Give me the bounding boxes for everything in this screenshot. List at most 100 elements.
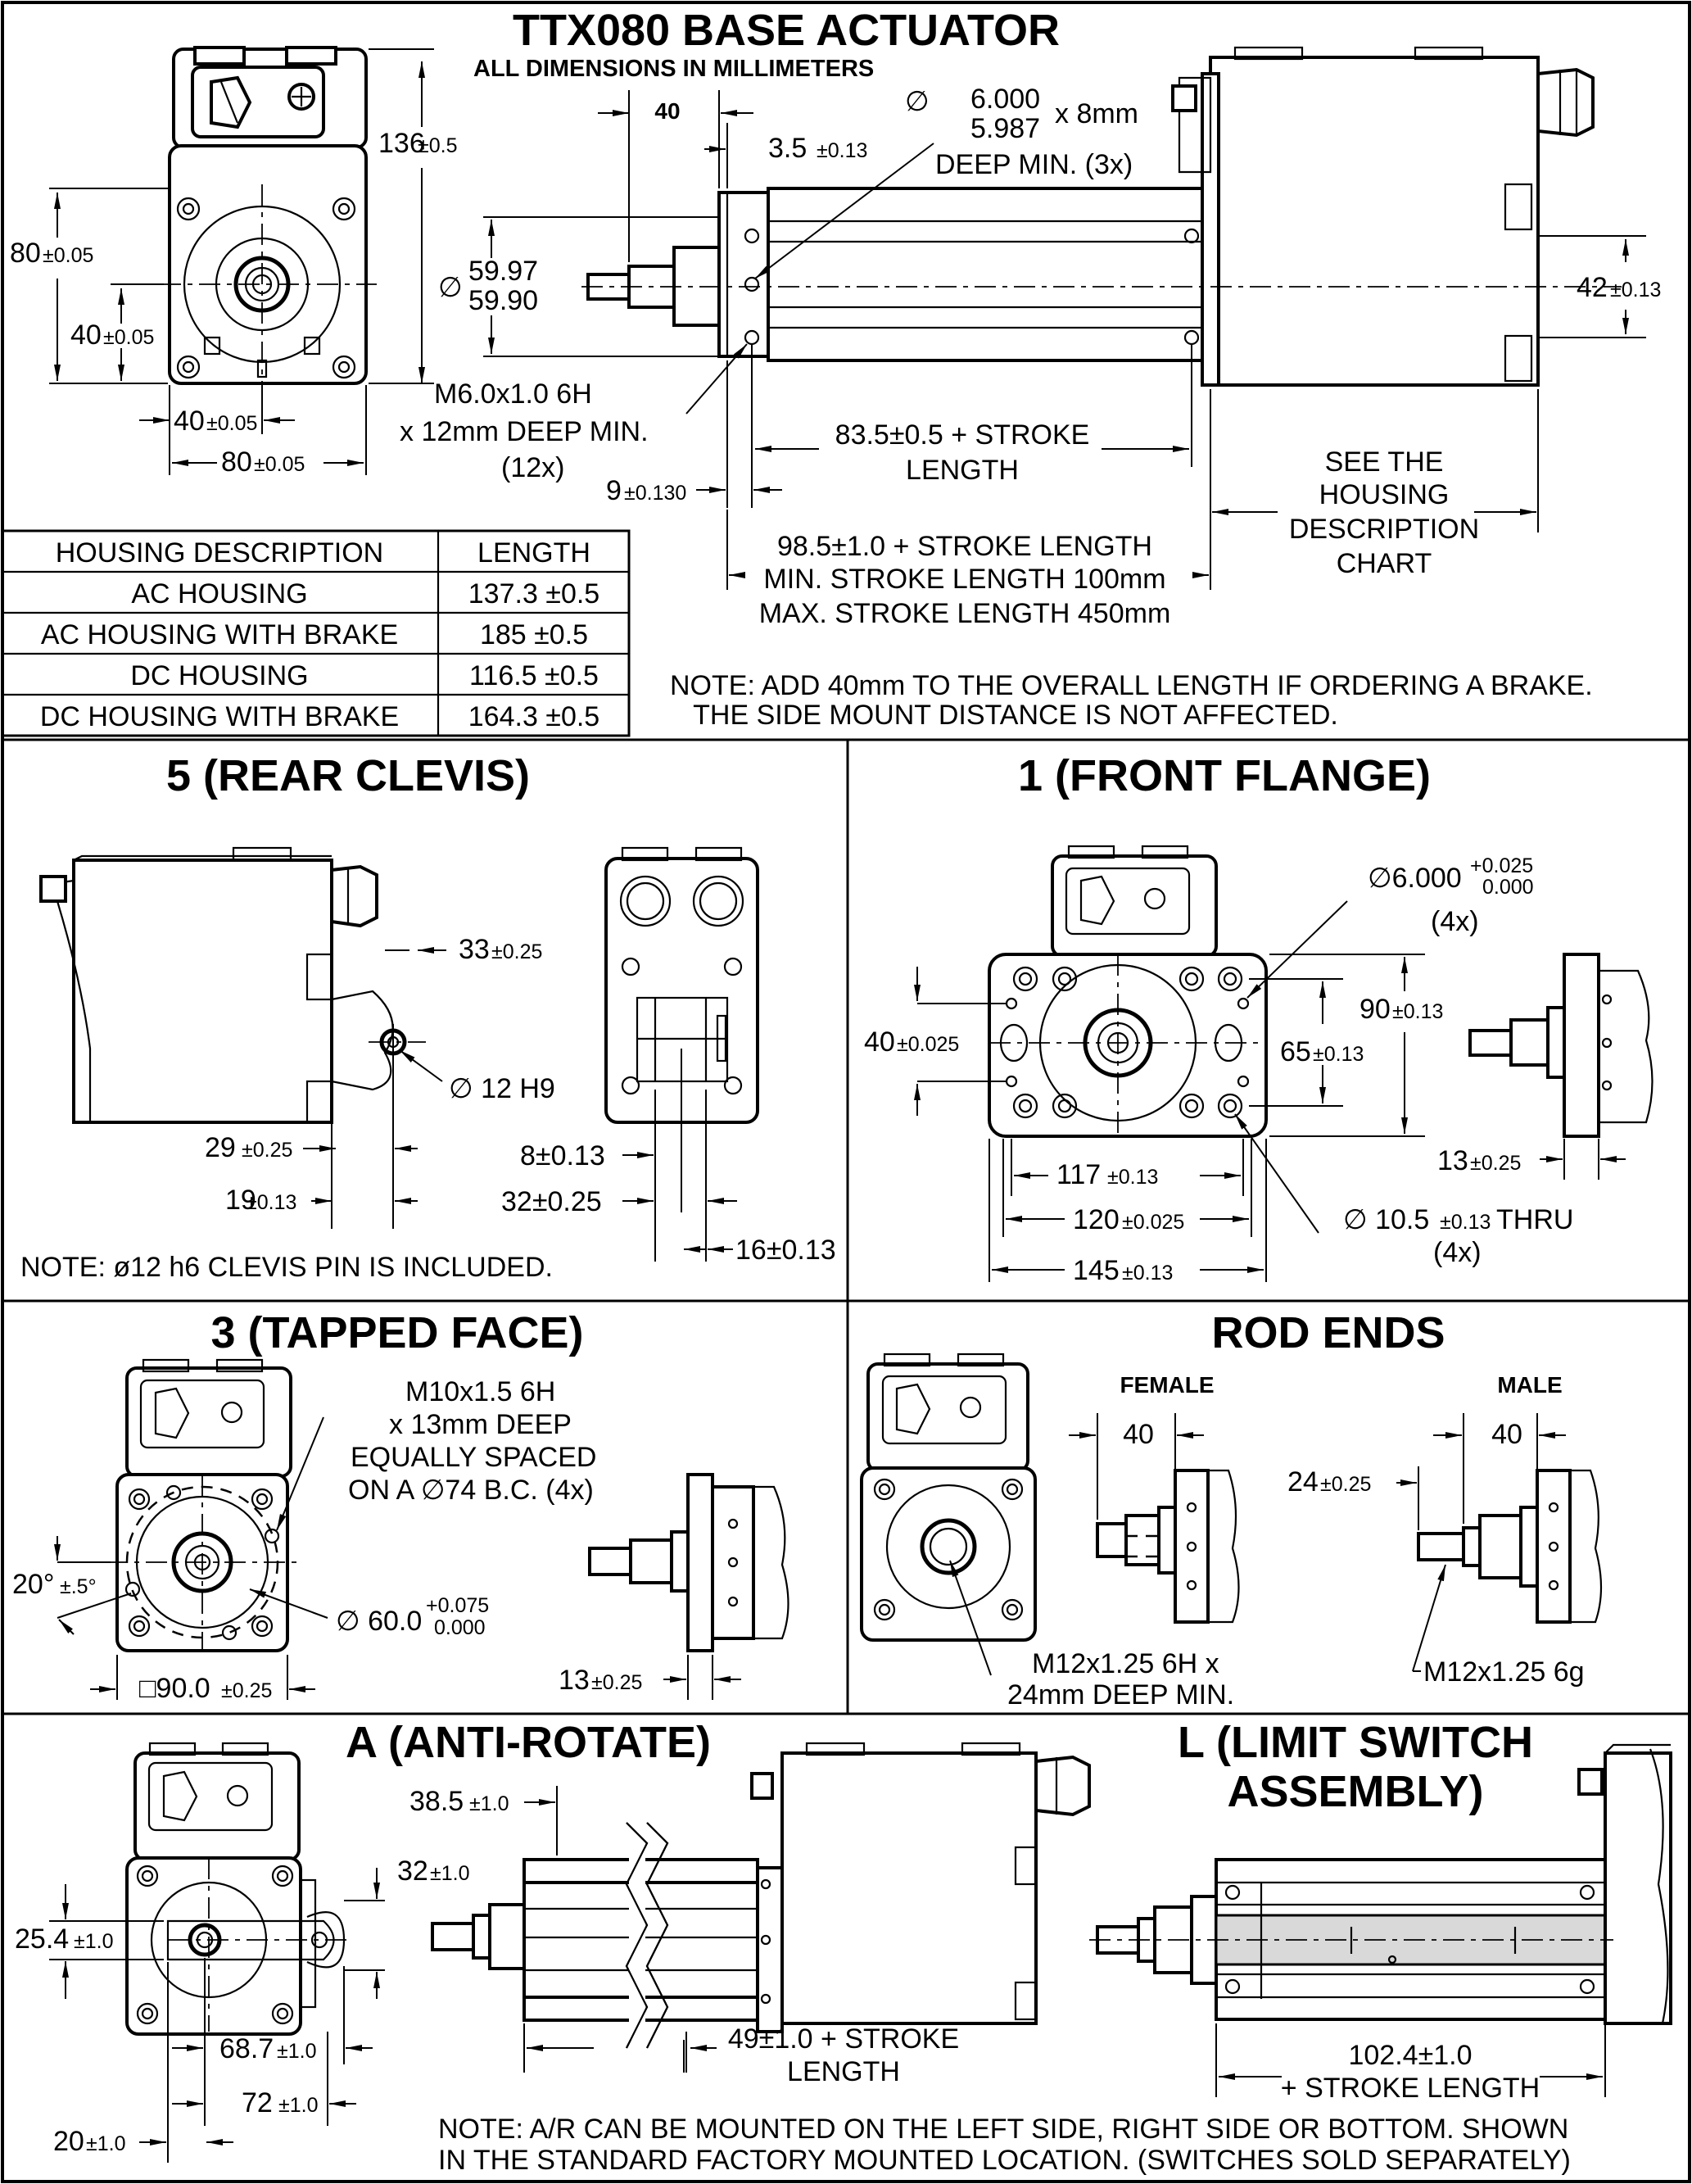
flange-hole-dia: ∅6.000 <box>1368 863 1462 894</box>
clevis-tol-19: ±0.13 <box>246 1191 296 1214</box>
ar-dim-72: 72 <box>242 2087 273 2118</box>
tapped-square: □90.0 <box>139 1673 210 1704</box>
page-subtitle: ALL DIMENSIONS IN MILLIMETERS <box>473 56 874 82</box>
anti-rotate-dims: 38.5 ±1.0 32 ±1.0 25.4 ±1.0 68.7 ±1.0 72… <box>15 1786 959 2163</box>
overall-3: MAX. STROKE LENGTH 450mm <box>759 598 1171 629</box>
flange-dim-120: 120 <box>1073 1204 1120 1235</box>
tap-line-4: ON A ∅74 B.C. (4x) <box>348 1475 594 1506</box>
dim-80-horiz: 80 <box>221 446 252 478</box>
tapped-pilot: ∅ 60.0 <box>336 1606 422 1637</box>
flange-dim-13: 13 <box>1437 1145 1468 1176</box>
rear-clevis-title: 5 (REAR CLEVIS) <box>166 751 530 800</box>
clevis-tol-33: ±0.25 <box>491 940 542 963</box>
flange-thru-word: THRU <box>1496 1204 1573 1235</box>
rod-tol-24: ±0.25 <box>1320 1473 1371 1496</box>
tol-3-5: ±0.13 <box>817 139 867 162</box>
base-side-view-dims: 40 3.5 ±0.13 ∅ 6.000 5.987 x 8mm DEEP MI… <box>400 84 1661 731</box>
anti-rotate-end-view <box>125 1742 352 2036</box>
flange-dim-90: 90 <box>1359 994 1391 1025</box>
ar-tol-32: ±1.0 <box>430 1862 469 1885</box>
rod-end-face-view <box>860 1353 1037 1642</box>
tap-line-2: x 13mm DEEP <box>389 1409 572 1440</box>
tapped-angle-tol: ±.5° <box>60 1575 97 1598</box>
rod-female-thread-1: M12x1.25 6H x <box>1032 1648 1219 1679</box>
rear-clevis-dims: 33 ±0.25 ∅ 12 H9 29 ±0.25 19 ±0.13 8±0.1… <box>20 922 836 1283</box>
table-cell: 137.3 ±0.5 <box>468 578 599 609</box>
anti-rotate-side-view <box>431 1742 1091 2049</box>
table-cell: 164.3 ±0.5 <box>468 701 599 732</box>
ar-dim-68-7: 68.7 <box>219 2033 274 2064</box>
flange-dim-65: 65 <box>1280 1036 1311 1067</box>
tol-40-vert: ±0.05 <box>103 326 154 349</box>
ar-stroke-1: 49±1.0 + STROKE <box>728 2023 959 2055</box>
tapped-tol-13: ±0.25 <box>591 1671 642 1694</box>
limit-switch-title-2: ASSEMBLY) <box>1227 1767 1483 1816</box>
ar-tol-20: ±1.0 <box>86 2132 125 2155</box>
tapped-angle: 20° <box>12 1569 54 1600</box>
dim-40-horiz: 40 <box>174 406 205 437</box>
tol-80-vert: ±0.05 <box>43 244 93 267</box>
flange-thru-qty: (4x) <box>1433 1237 1482 1268</box>
flange-dim-40: 40 <box>864 1026 895 1058</box>
tol-40-horiz: ±0.05 <box>206 412 257 435</box>
dia-upper: 6.000 <box>970 84 1040 115</box>
tapped-dim-13: 13 <box>559 1665 590 1696</box>
see-housing-2: HOUSING <box>1319 479 1450 510</box>
rod-ends-title: ROD ENDS <box>1211 1308 1445 1357</box>
flange-hole-tol-zero: 0.000 <box>1482 876 1534 899</box>
flange-tol-40: ±0.025 <box>897 1033 959 1056</box>
rod-male-dim-40: 40 <box>1491 1419 1522 1450</box>
ls-stroke-2: + STROKE LENGTH <box>1281 2073 1540 2104</box>
rod-male-thread: M12x1.25 6g <box>1423 1656 1585 1688</box>
flange-tol-90: ±0.13 <box>1392 1000 1443 1023</box>
base-note-1: NOTE: ADD 40mm TO THE OVERALL LENGTH IF … <box>670 670 1593 701</box>
flange-hole-qty: (4x) <box>1431 906 1479 937</box>
tapped-square-tol: ±0.25 <box>221 1679 272 1702</box>
rod-female-thread-2: 24mm DEEP MIN. <box>1007 1679 1234 1710</box>
table-cell: DC HOUSING WITH BRAKE <box>40 701 399 732</box>
rod-female-label: FEMALE <box>1120 1372 1214 1398</box>
clevis-note: NOTE: ø12 h6 CLEVIS PIN IS INCLUDED. <box>20 1252 553 1283</box>
ar-tol-68-7: ±1.0 <box>277 2040 316 2063</box>
front-flange-dims: ∅6.000 +0.025 0.000 (4x) 90 ±0.13 40 ±0.… <box>864 854 1626 1286</box>
dim-42: 42 <box>1577 272 1608 303</box>
dia-note: DEEP MIN. (3x) <box>935 149 1133 180</box>
ar-tol-72: ±1.0 <box>278 2094 318 2117</box>
see-housing-1: SEE THE <box>1325 446 1444 478</box>
tapped-face-title: 3 (TAPPED FACE) <box>210 1308 583 1357</box>
rear-clevis-side-view <box>39 846 426 1124</box>
front-flange-side-view <box>1468 953 1654 1138</box>
ar-tol-25-4: ±1.0 <box>74 1930 113 1953</box>
dim-136: 136 <box>378 128 425 159</box>
table-cell: 116.5 ±0.5 <box>469 660 599 691</box>
dia-lower: 5.987 <box>970 113 1040 144</box>
thread-line-1: M6.0x1.0 6H <box>434 378 592 410</box>
tapped-pilot-zero: 0.000 <box>434 1616 486 1639</box>
clevis-dim-8: 8±0.13 <box>520 1140 605 1171</box>
ar-dim-20: 20 <box>53 2126 84 2157</box>
stroke-a-2: LENGTH <box>906 455 1019 486</box>
ar-tol-38-5: ±1.0 <box>469 1792 509 1815</box>
pilot-lower: 59.90 <box>468 285 538 316</box>
housing-table: HOUSING DESCRIPTION LENGTH AC HOUSING 13… <box>1 529 631 737</box>
stroke-a-1: 83.5±0.5 + STROKE <box>835 419 1090 451</box>
bottom-note-2: IN THE STANDARD FACTORY MOUNTED LOCATION… <box>438 2145 1571 2176</box>
clevis-dim-32: 32±0.25 <box>501 1186 602 1217</box>
rod-end-male-view <box>1417 1469 1603 1624</box>
clevis-pin: ∅ 12 H9 <box>449 1073 555 1104</box>
flange-tol-117: ±0.13 <box>1107 1166 1158 1189</box>
dim-40-top: 40 <box>654 98 680 124</box>
flange-thru-dia: ∅ 10.5 <box>1343 1204 1429 1235</box>
see-housing-4: CHART <box>1337 548 1432 579</box>
table-header-description: HOUSING DESCRIPTION <box>56 537 383 569</box>
rod-male-label: MALE <box>1497 1372 1562 1398</box>
tapped-face-view <box>106 1358 299 1652</box>
clevis-dim-29: 29 <box>205 1132 236 1163</box>
base-end-view <box>160 46 377 426</box>
front-flange-title: 1 (FRONT FLANGE) <box>1018 751 1431 800</box>
tol-42: ±0.13 <box>1610 279 1661 301</box>
pilot-upper: 59.97 <box>468 256 538 287</box>
ar-dim-38-5: 38.5 <box>409 1786 464 1817</box>
front-flange-face-view <box>988 845 1268 1138</box>
